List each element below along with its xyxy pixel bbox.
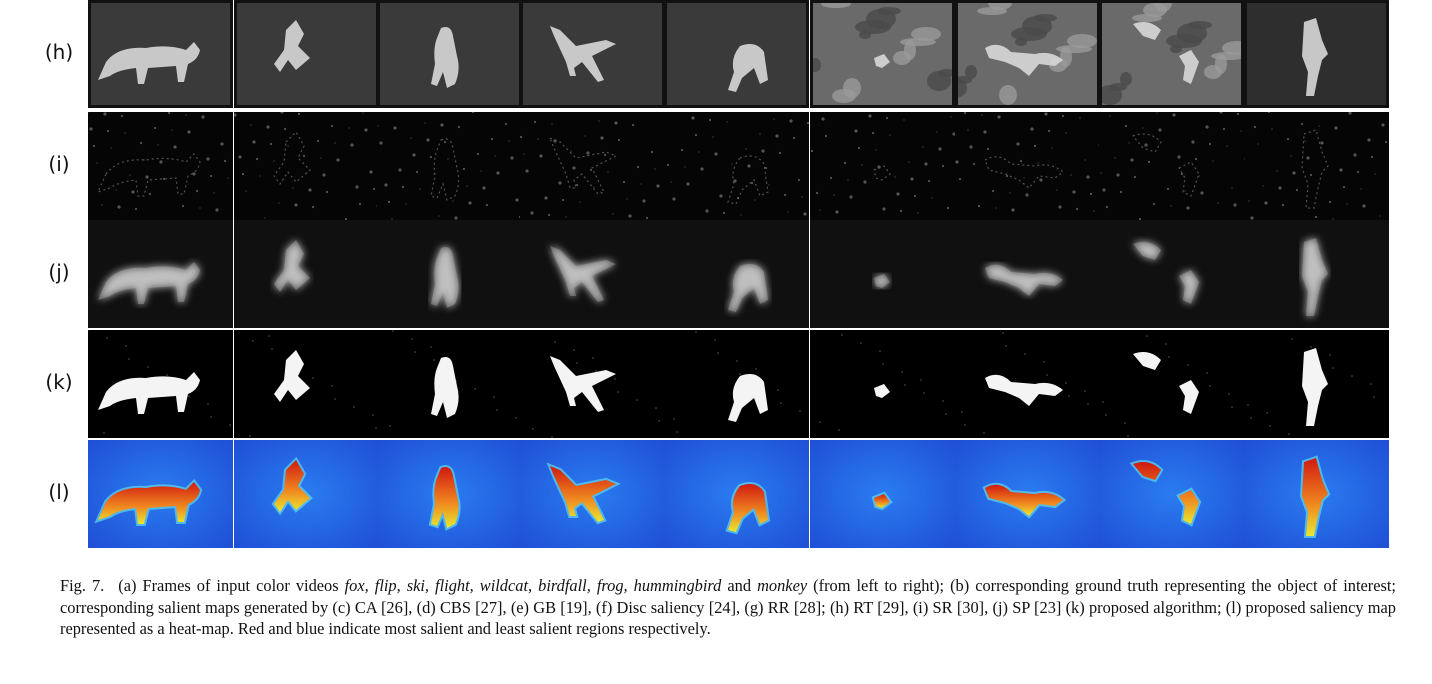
saliency-map-fox [88, 220, 233, 328]
saliency-map-fox [88, 330, 233, 438]
saliency-map-hummingbird [1099, 440, 1244, 548]
row-label: (l) [48, 480, 70, 504]
saliency-map-birdfall [810, 330, 955, 438]
saliency-map-flight [520, 0, 665, 108]
saliency-map-ski [377, 112, 522, 220]
saliency-map-flip [234, 440, 379, 548]
saliency-map-wildcat [664, 440, 809, 548]
figure-number: Fig. 7. [60, 576, 105, 595]
saliency-map-fox [88, 0, 233, 108]
figure-caption: Fig. 7.(a) Frames of input color videos … [60, 575, 1396, 640]
saliency-map-wildcat [664, 220, 809, 328]
saliency-map-flip [234, 112, 379, 220]
saliency-map-hummingbird [1099, 112, 1244, 220]
saliency-map-flip [234, 330, 379, 438]
saliency-map-monkey [1244, 440, 1389, 548]
saliency-map-flip [234, 220, 379, 328]
saliency-map-fox [88, 112, 233, 220]
saliency-map-wildcat [664, 330, 809, 438]
saliency-map-monkey [1244, 0, 1389, 108]
saliency-map-birdfall [810, 112, 955, 220]
row-label: (k) [45, 370, 73, 394]
saliency-map-ski [377, 440, 522, 548]
caption-video-last: monkey [757, 576, 808, 595]
saliency-map-wildcat [664, 112, 809, 220]
saliency-map-hummingbird [1099, 220, 1244, 328]
caption-part-2: (from left to right); (b) corresponding … [60, 576, 1396, 639]
saliency-map-flight [520, 440, 665, 548]
saliency-map-frog [955, 220, 1100, 328]
saliency-map-hummingbird [1099, 0, 1244, 108]
saliency-map-ski [377, 0, 522, 108]
saliency-map-frog [955, 330, 1100, 438]
saliency-map-birdfall [810, 220, 955, 328]
saliency-map-birdfall [810, 440, 955, 548]
row-label: (h) [44, 40, 74, 64]
saliency-map-flight [520, 330, 665, 438]
saliency-map-flip [234, 0, 379, 108]
caption-video-names: fox, flip, ski, flight, wildcat, birdfal… [344, 576, 722, 595]
row-label: (j) [48, 260, 70, 284]
saliency-map-flight [520, 112, 665, 220]
figure-row-j: (j) [0, 220, 1432, 328]
figure-row-k: (k) [0, 330, 1432, 438]
figure-panel: (h) (i) (j) (k) (l) [0, 0, 1432, 548]
caption-and: and [721, 576, 758, 595]
saliency-map-frog [955, 0, 1100, 108]
caption-part-1: (a) Frames of input color videos [118, 576, 345, 595]
saliency-map-birdfall [810, 0, 955, 108]
figure-row-h: (h) [0, 0, 1432, 108]
saliency-map-fox [88, 440, 233, 548]
saliency-map-ski [377, 330, 522, 438]
saliency-map-ski [377, 220, 522, 328]
saliency-map-flight [520, 220, 665, 328]
saliency-map-monkey [1244, 330, 1389, 438]
saliency-map-monkey [1244, 112, 1389, 220]
figure-row-i: (i) [0, 112, 1432, 220]
saliency-map-frog [955, 112, 1100, 220]
saliency-map-hummingbird [1099, 330, 1244, 438]
row-label: (i) [48, 152, 70, 176]
saliency-map-wildcat [664, 0, 809, 108]
saliency-map-frog [955, 440, 1100, 548]
figure-row-l: (l) [0, 440, 1432, 548]
saliency-map-monkey [1244, 220, 1389, 328]
